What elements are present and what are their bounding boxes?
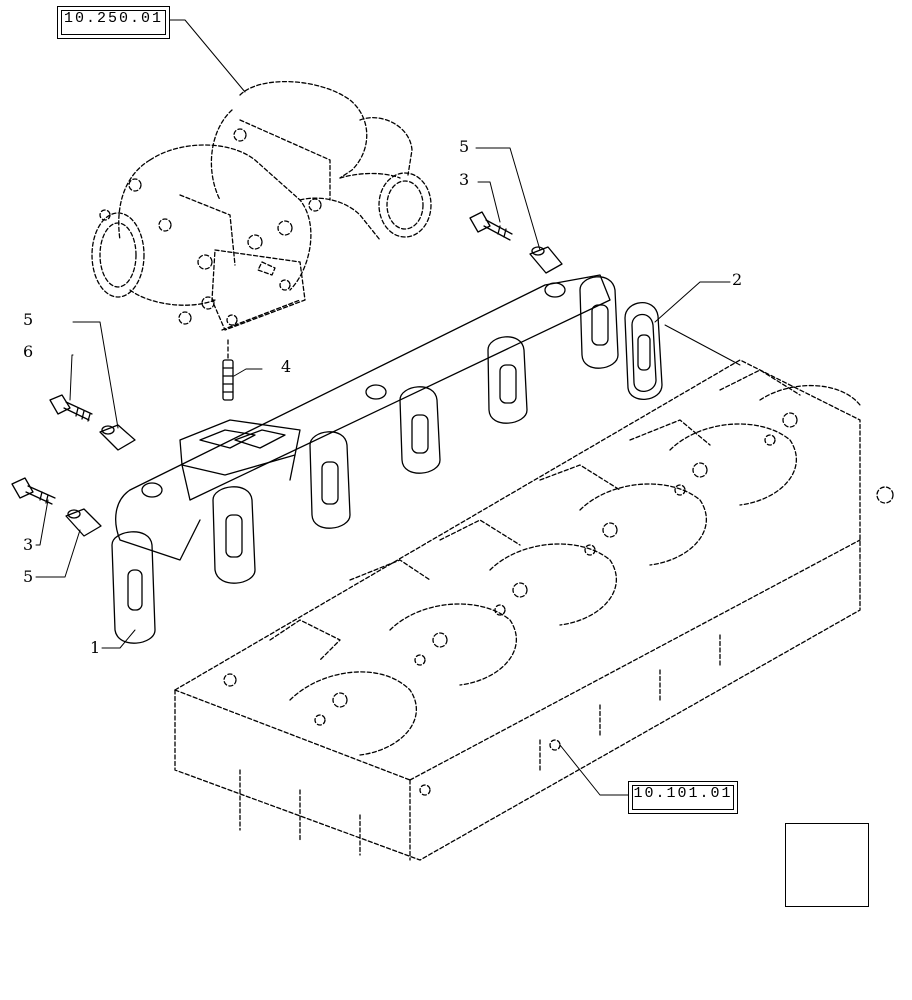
manifold-port-flange	[212, 486, 256, 584]
callout-bolt-left: 6	[23, 342, 34, 361]
screw-lower-drawing	[11, 477, 56, 505]
stud-drawing	[222, 339, 234, 401]
turbocharger-drawing	[91, 81, 432, 331]
callout-spacer-left: 5	[23, 310, 34, 329]
leader-lines	[35, 19, 741, 796]
reference-turbocharger[interactable]: 10.250.01	[57, 6, 170, 39]
callout-screw-lower: 3	[23, 535, 34, 554]
callout-stud: 4	[281, 357, 292, 376]
bolt-left-drawing	[49, 394, 93, 422]
callout-screw-right: 3	[459, 170, 470, 189]
reference-cylinder-head[interactable]: 10.101.01	[628, 781, 738, 814]
exhaust-manifold-drawing	[111, 274, 619, 644]
manifold-port-flange	[399, 386, 441, 474]
spacer-right-drawing	[529, 246, 563, 274]
screw-right-drawing	[469, 211, 513, 241]
manifold-port-flange	[487, 336, 528, 424]
callout-gasket: 2	[732, 270, 743, 289]
manifold-port-flange	[111, 531, 156, 644]
callout-spacer-right: 5	[459, 137, 470, 156]
callout-manifold: 1	[90, 638, 101, 657]
manifold-port-flange	[579, 276, 619, 369]
gasket-drawing	[624, 302, 663, 400]
spacer-left-drawing	[99, 424, 136, 451]
cylinder-head-drawing	[174, 359, 894, 861]
manifold-port-flange	[309, 431, 351, 529]
callout-spacer-lower: 5	[23, 567, 34, 586]
previous-page-button[interactable]	[785, 823, 869, 907]
spacer-lower-drawing	[65, 508, 102, 537]
